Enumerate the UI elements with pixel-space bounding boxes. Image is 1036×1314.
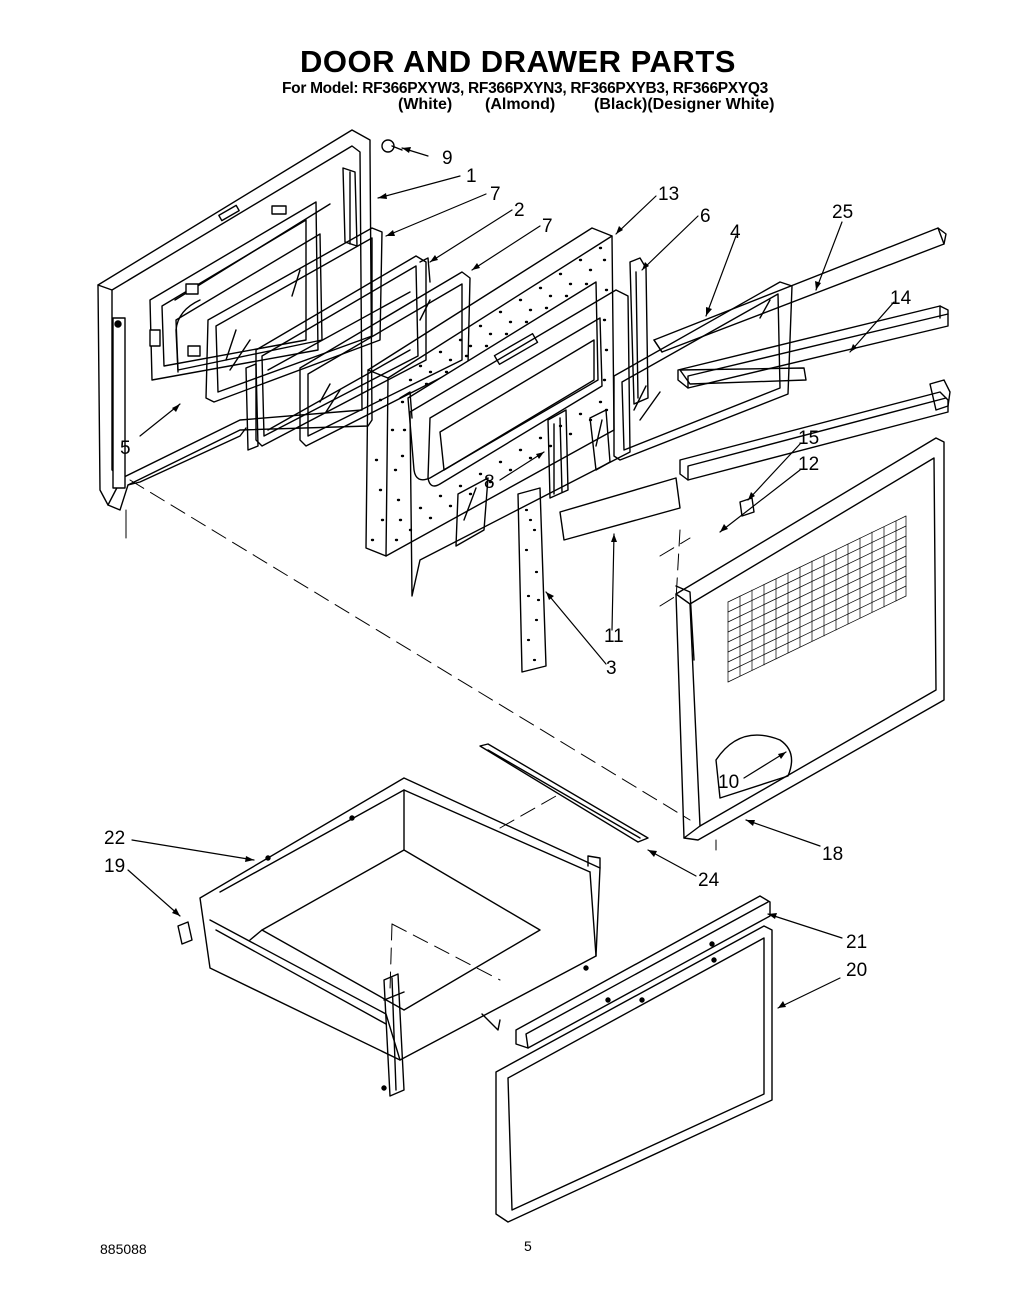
outer-glass-panel xyxy=(613,281,807,461)
outer-door-panel xyxy=(97,129,373,511)
callout-20: 20 xyxy=(846,960,867,981)
callout-12: 12 xyxy=(798,454,819,475)
callout-7b: 7 xyxy=(542,216,553,237)
model-numbers: For Model: RF366PXYW3, RF366PXYN3, RF366… xyxy=(282,80,768,97)
drawer-glide xyxy=(479,743,649,843)
color-black-designer-white: (Black)(Designer White) xyxy=(594,96,775,113)
glass-pack-assembly xyxy=(245,255,431,451)
door-handle xyxy=(679,379,951,481)
alignment-lines xyxy=(129,479,691,991)
callout-18: 18 xyxy=(822,844,843,865)
callout-24: 24 xyxy=(698,870,720,891)
door-screw xyxy=(381,139,403,153)
callout-15: 15 xyxy=(798,428,819,449)
callout-labels: 9 1 7 2 7 13 6 4 25 14 5 8 15 12 11 3 10… xyxy=(104,148,912,981)
document-number: 885088 xyxy=(100,1241,147,1257)
door-side-strip xyxy=(517,487,547,673)
lower-door-panel xyxy=(675,437,945,841)
callout-13: 13 xyxy=(658,184,679,205)
callout-4: 4 xyxy=(730,222,741,243)
callout-10: 10 xyxy=(718,772,739,793)
color-almond: (Almond) xyxy=(485,96,556,113)
callout-3: 3 xyxy=(606,658,617,679)
callout-22: 22 xyxy=(104,828,125,849)
callout-25: 25 xyxy=(832,202,853,223)
callout-7a: 7 xyxy=(490,184,501,205)
callout-5: 5 xyxy=(120,438,131,459)
inner-door-liner xyxy=(399,289,631,597)
callout-6: 6 xyxy=(700,206,711,227)
callout-9: 9 xyxy=(442,148,453,169)
page-number: 5 xyxy=(524,1238,532,1254)
insulation-speckle xyxy=(370,246,609,542)
vent-trim xyxy=(677,305,949,389)
color-white: (White) xyxy=(398,96,453,113)
callout-19: 19 xyxy=(104,856,125,877)
door-top-trim xyxy=(653,227,947,353)
callout-2: 2 xyxy=(514,200,525,221)
drawer-front-trim xyxy=(515,895,771,1049)
inner-glass-panel xyxy=(205,227,383,403)
callout-1: 1 xyxy=(466,166,477,187)
hinge-receptacle xyxy=(547,409,569,499)
drawer-body xyxy=(199,777,601,1097)
door-side-trim xyxy=(629,257,649,405)
leader-arrows xyxy=(127,147,895,1009)
vent-perforations xyxy=(727,515,907,683)
drawer-front-panel xyxy=(495,925,773,1223)
callout-11: 11 xyxy=(604,626,624,647)
callout-21: 21 xyxy=(846,932,867,953)
arrowheads xyxy=(172,147,857,1008)
callout-8: 8 xyxy=(484,472,495,493)
door-insulation xyxy=(365,227,615,557)
callout-14: 14 xyxy=(890,288,912,309)
drawer-clip xyxy=(177,921,193,945)
door-panel-strip xyxy=(559,477,681,541)
page-title: DOOR AND DRAWER PARTS xyxy=(300,44,736,79)
strip-speckle xyxy=(524,508,541,662)
